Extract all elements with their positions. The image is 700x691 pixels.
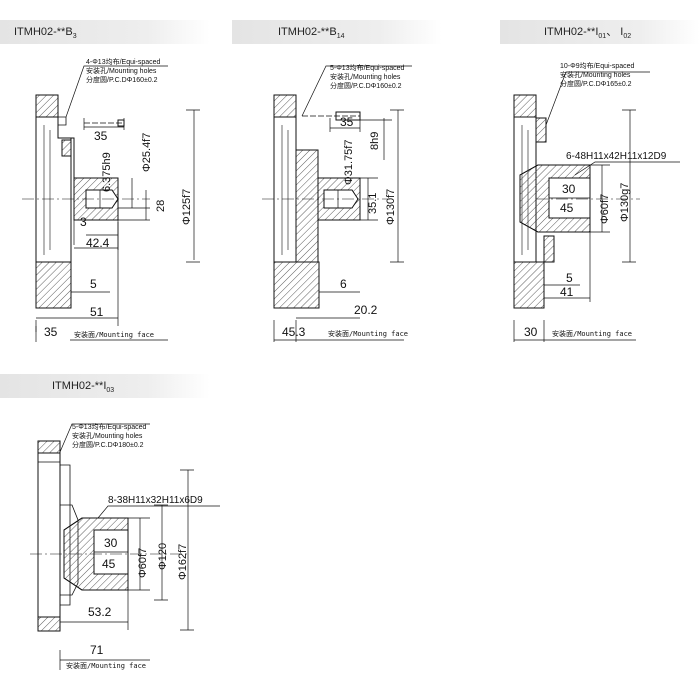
dim-shaft-length: 20.2 (354, 303, 378, 317)
dim-shaft-diameter: Φ31.75f7 (343, 140, 355, 185)
dim-key-width: 6.375h9 (101, 152, 113, 192)
dim-pilot-diameter: Φ130f7 (385, 189, 397, 225)
dim-bore-depth: 45 (560, 201, 574, 215)
dim-key-width: 8h9 (369, 132, 381, 150)
title-tab-i03: ITMH02-**I03 (0, 374, 210, 398)
title-tab-b3: ITMH02-**B3 (0, 20, 210, 44)
mounting-note-line-3: 分度圆/P.C.DΦ180±0.2 (72, 440, 144, 449)
mounting-face-label: 安装面/Mounting face (552, 329, 632, 338)
title-main: ITMH02-**B (278, 26, 337, 38)
dim-pilot-diameter: Φ130g7 (619, 183, 631, 222)
title-subscript: 01 (598, 33, 607, 41)
dim-hub-diameter: Φ60f7 (137, 548, 149, 578)
dim-flange-offset: 30 (524, 325, 538, 339)
view-b3 (22, 65, 200, 342)
dim-shaft-length: 42.4 (86, 236, 110, 250)
mounting-note-line-2: 安装孔/Mounting holes (560, 70, 631, 79)
dim-pilot-diameter: Φ125f7 (181, 189, 193, 225)
mounting-note-line-2: 安装孔/Mounting holes (330, 72, 401, 81)
mounting-note-line-1: 4-Φ13均布/Equi-spaced (86, 57, 161, 66)
dim-pilot-length: 5 (566, 271, 573, 285)
dim-bore-depth: 45 (102, 557, 116, 571)
mounting-face-label: 安装面/Mounting face (66, 661, 146, 670)
dim-overall-length: 51 (90, 305, 104, 319)
title-subscript: 03 (106, 387, 115, 395)
spline-spec: 8-38H11x32H11x6D9 (108, 495, 203, 506)
title-main: ITMH02-**B (14, 26, 73, 38)
mounting-note-line-2: 安装孔/Mounting holes (72, 431, 143, 440)
title-main: ITMH02-**I (544, 26, 599, 38)
mounting-face-label: 安装面/Mounting face (74, 330, 154, 339)
mounting-note-line-2: 安装孔/Mounting holes (86, 66, 157, 75)
view-i03 (30, 423, 220, 670)
dim-pilot-length: 5 (90, 277, 97, 291)
dim-key-height: 28 (155, 200, 167, 212)
mounting-note-line-1: 5-Φ13均布/Equi-spaced (330, 63, 405, 72)
dim-flange-offset: 35 (44, 325, 58, 339)
title-tab-b14: ITMH02-**B14 (232, 20, 442, 44)
dim-pilot-diameter: Φ162f7 (177, 544, 189, 580)
dim-hub-diameter: Φ60f7 (599, 194, 611, 224)
dim-flange-offset: 45.3 (282, 325, 306, 339)
dim-spline-depth: 30 (104, 536, 118, 550)
title-separator: 、 I (606, 26, 624, 38)
view-i01-i02 (513, 71, 680, 342)
mounting-face-label: 安装面/Mounting face (328, 329, 408, 338)
title-main: ITMH02-**I (52, 380, 107, 392)
dim-spline-depth: 30 (562, 182, 576, 196)
mounting-note-line-3: 分度圆/P.C.DΦ160±0.2 (330, 81, 402, 90)
dim-thread-offset: 3 (80, 215, 87, 229)
title-subscript-2: 02 (623, 33, 632, 41)
spline-spec: 6-48H11x42H11x12D9 (566, 151, 667, 162)
dim-shaft-diameter: Φ25.4f7 (141, 133, 153, 172)
dim-overall-length: 41 (560, 285, 574, 299)
dim-key-height: 35.1 (367, 193, 379, 214)
dim-keyway-length: 35 (94, 129, 108, 143)
view-b14 (262, 65, 412, 342)
mounting-note-line-1: 10-Φ9均布/Equi-spaced (560, 61, 635, 70)
dim-overall-length: 71 (90, 643, 104, 657)
dim-hub-outer-diameter: Φ120 (157, 543, 169, 570)
dim-pilot-length: 6 (340, 277, 347, 291)
title-subscript: 14 (336, 33, 345, 41)
dim-hub-length: 53.2 (88, 605, 112, 619)
mounting-note-line-1: 5-Φ13均布/Equi-spaced (72, 422, 147, 431)
title-tab-i01-i02: ITMH02-**I01、 I02 (500, 20, 700, 44)
mounting-note-line-3: 分度圆/P.C.DΦ165±0.2 (560, 79, 632, 88)
title-subscript: 3 (72, 33, 77, 41)
mounting-note-line-3: 分度圆/P.C.DΦ160±0.2 (86, 75, 158, 84)
dim-keyway-length: 35 (340, 115, 354, 129)
